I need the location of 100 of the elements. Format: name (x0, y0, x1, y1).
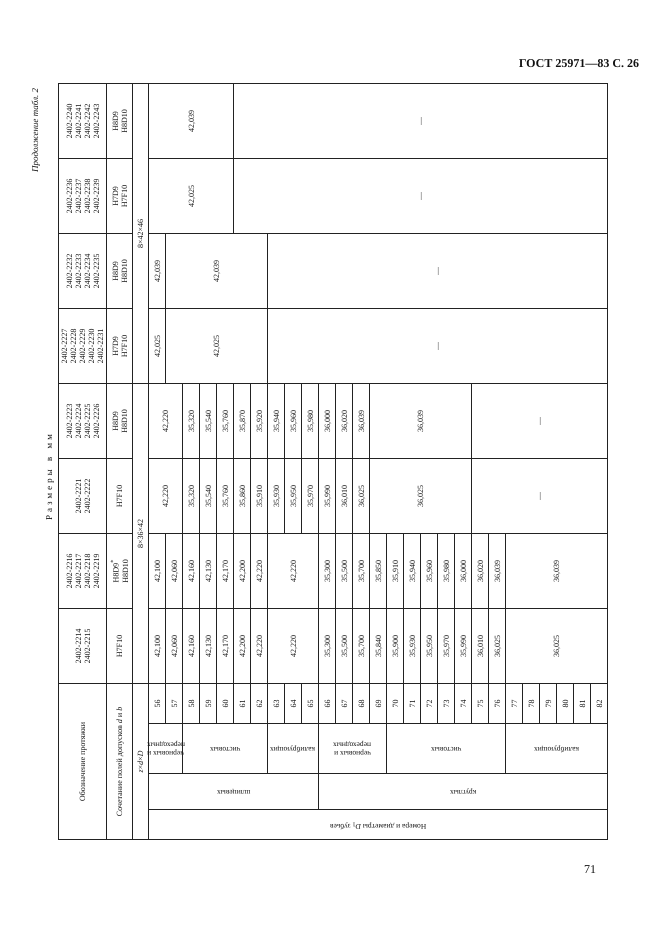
diameter-value: 35,960 (288, 410, 298, 432)
diameter-value: 35,850 (374, 560, 382, 582)
diameter-value: 36,010 (476, 635, 484, 657)
units-note: Размеры в мм (45, 431, 54, 520)
diameter-value: 35,500 (340, 635, 348, 657)
broach-designation: 2402-2216 2402-2217 2402-2218 2402-2219 (64, 552, 100, 590)
tooth-number: 67 (340, 700, 348, 708)
tooth-number: 78 (526, 700, 536, 708)
diameter-value: 35,700 (356, 560, 366, 582)
diameter-value: 42,170 (220, 560, 230, 582)
tooth-number: 68 (356, 700, 366, 708)
tooth-number: 77 (510, 700, 518, 708)
diameter-value: 36,020 (476, 560, 484, 582)
diameter-value: 35,970 (442, 635, 450, 657)
diameter-value: 42,220 (288, 560, 298, 582)
diameter-value: 42,200 (238, 560, 246, 582)
diameter-value: 35,300 (322, 560, 332, 582)
diameter-value: 42,170 (220, 635, 230, 657)
column-header: Сочетание полей допусков d и b (115, 706, 124, 816)
diameter-value: 35,930 (408, 635, 416, 657)
column-header: z×d×D (136, 750, 145, 772)
diameter-value: 35,320 (186, 485, 196, 507)
diameter-value: 35,840 (374, 635, 382, 657)
tolerance-fit: H8D9 H8D10 (110, 258, 128, 285)
diameter-value: 35,980 (306, 410, 314, 432)
diameter-value: 42,060 (170, 560, 178, 582)
diameter-value: 35,910 (254, 485, 264, 507)
broach-designation: 2402-2223 2402-2224 2402-2225 2402-2226 (64, 402, 100, 440)
diameter-value: 35,910 (390, 560, 400, 582)
tooth-number: 82 (594, 700, 604, 708)
diameter-value: 35,900 (390, 635, 400, 657)
diameter-value: 35,950 (288, 485, 298, 507)
diameter-value: 36,025 (552, 635, 561, 657)
diameter-value: 35,960 (424, 560, 434, 582)
diameter-value: 35,760 (220, 485, 230, 507)
tooth-number: 79 (544, 700, 552, 708)
not-applicable-dash: — (535, 417, 544, 425)
diameter-value: 35,990 (458, 635, 468, 657)
broach-designation: 2402-2221 2402-2222 (74, 478, 92, 516)
diameter-value: 42,025 (186, 185, 196, 207)
diameter-value: 42,220 (254, 560, 264, 582)
diameter-value: 35,970 (306, 485, 314, 507)
diameter-value: 35,320 (186, 410, 196, 432)
diameter-value: 36,039 (416, 410, 425, 432)
diameter-value: 35,870 (238, 410, 246, 432)
not-applicable-dash: — (433, 267, 442, 275)
tooth-number: 75 (476, 700, 484, 708)
spline-size: 8×36×42 (136, 518, 145, 548)
not-applicable-dash: — (535, 492, 544, 500)
tooth-number: 61 (238, 700, 246, 708)
diameter-value: 36,025 (356, 485, 366, 507)
spline-size: 8×42×46 (136, 218, 145, 248)
diameter-value: 35,930 (272, 485, 280, 507)
tooth-number: 60 (220, 700, 230, 708)
diameter-value: 36,039 (552, 560, 561, 582)
diameter-value: 42,130 (204, 560, 212, 582)
broach-designation: 2402-2227 2402-2228 2402-2229 2402-2230 2402-2231 (60, 328, 105, 366)
diameter-value: 35,300 (322, 635, 332, 657)
tolerance-fit: H7D9 H7F10 (110, 184, 128, 210)
diameter-value: 35,860 (238, 485, 246, 507)
broach-designation: 2402-2232 2402-2233 2402-2234 2402-2235 (64, 252, 100, 290)
tooth-number: 65 (306, 700, 314, 708)
diameter-value: 36,000 (322, 410, 332, 432)
tooth-number: 81 (578, 700, 586, 708)
tooth-number: 74 (458, 700, 468, 708)
diameter-value: 35,980 (442, 560, 450, 582)
diameter-value: 42,025 (152, 335, 162, 357)
tooth-number: 66 (322, 700, 332, 708)
diameter-value: 36,025 (416, 485, 425, 507)
tooth-number: 59 (204, 700, 212, 708)
diameter-value: 36,025 (492, 635, 502, 657)
diameter-value: 35,920 (254, 410, 264, 432)
tooth-number: 62 (254, 700, 264, 708)
tolerance-fit: H7F10 (115, 484, 124, 510)
diameter-value: 42,200 (238, 635, 246, 657)
diameter-value: 35,990 (322, 485, 332, 507)
diameter-value: 35,700 (356, 635, 366, 657)
tooth-number: 73 (442, 700, 450, 708)
diameter-value: 35,950 (424, 635, 434, 657)
not-applicable-dash: — (416, 117, 425, 125)
tolerance-fit: H8D9 H8D10 (110, 108, 128, 135)
broach-designation: 2402-2236 2402-2237 2402-2238 2402-2239 (64, 178, 100, 216)
diameter-value: 35,540 (204, 485, 212, 507)
diameter-value: 42,100 (152, 635, 162, 657)
tooth-number: 72 (424, 700, 434, 708)
tooth-number: 56 (152, 700, 162, 708)
diameter-value: 35,940 (272, 410, 280, 432)
tooth-number: 63 (272, 700, 280, 708)
tolerance-fit: H7D9 H7F10 (110, 334, 128, 360)
diameter-value: 42,130 (204, 635, 212, 657)
diameter-value: 35,500 (340, 560, 348, 582)
not-applicable-dash: — (416, 192, 425, 200)
tooth-number: 69 (374, 700, 382, 708)
tolerance-fit: H8D9$^{*}$ H8D10 (109, 558, 130, 585)
tooth-number: 57 (170, 700, 178, 708)
column-header: Обозначение протяжки (78, 722, 87, 802)
diameter-value: 35,540 (204, 410, 212, 432)
diameter-value: 42,220 (161, 485, 170, 507)
diameter-value: 36,039 (492, 560, 502, 582)
tooth-number: 70 (390, 700, 400, 708)
